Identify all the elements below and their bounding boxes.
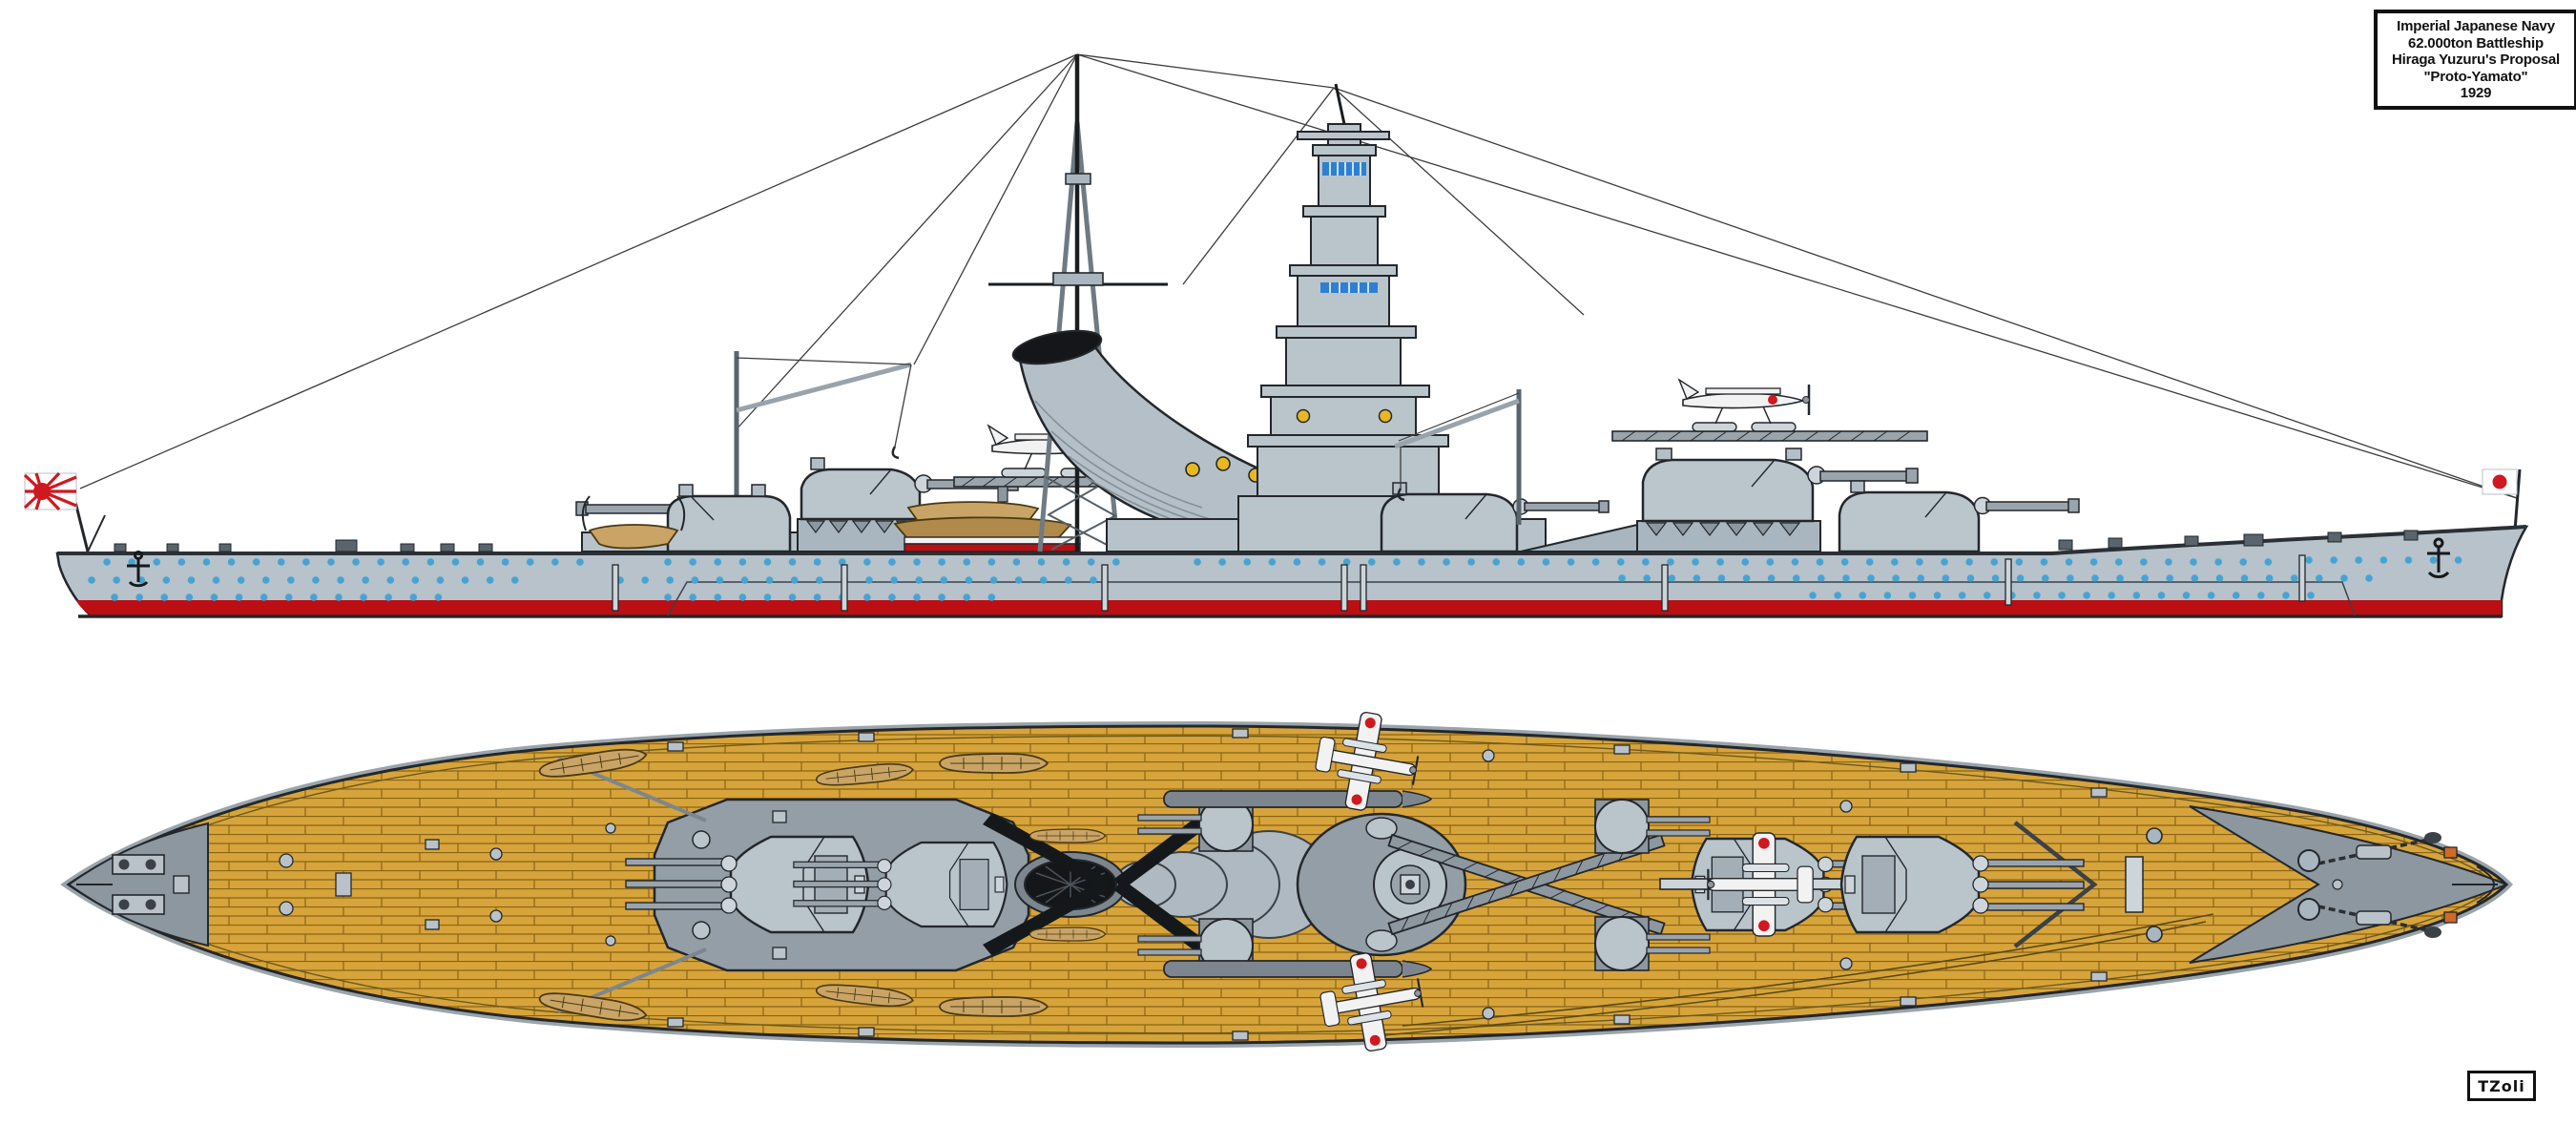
breakwater [2013, 821, 2163, 948]
title-line-tonnage: 62.000ton Battleship [2408, 34, 2544, 52]
title-line-year: 1929 [2460, 85, 2492, 101]
crossed-catapults [1387, 833, 1666, 936]
stern-deck-gray [67, 822, 209, 947]
top-plan-view [60, 704, 2514, 1059]
funnel-x-struts [983, 811, 1214, 958]
title-box: Imperial Japanese Navy 62.000ton Battles… [2374, 10, 2576, 110]
signature-box: TZoli [2467, 1071, 2536, 1101]
anchor-icon [127, 537, 2450, 588]
ship-boats [581, 495, 1081, 552]
forward-main-turret-raised [1611, 378, 1928, 552]
title-line-designer: Hiraga Yuzuru's Proposal [2391, 52, 2561, 68]
armor-belt-seam [667, 581, 2356, 616]
forward-main-turret-low [1838, 480, 2080, 553]
porthole-rows [88, 556, 2484, 601]
pagoda-bridge-tower [1237, 83, 1455, 552]
bridge-windows [1320, 162, 1378, 293]
rising-sun-ensign-flag [23, 471, 106, 552]
signature-text: TZoli [2478, 1076, 2525, 1095]
funnel-cap [1011, 329, 1103, 365]
side-profile-view [23, 53, 2529, 618]
forward-crane [1394, 389, 1522, 525]
waterline-red-stripe [76, 600, 2502, 616]
gray-launches [1163, 790, 1433, 978]
hinomaru-jack-flag [2482, 468, 2522, 531]
hull-ladders [612, 554, 2306, 612]
top-boats [537, 744, 1433, 1026]
deck-sweep-lines [1382, 913, 2214, 1036]
title-line-name: "Proto-Yamato" [2423, 68, 2528, 85]
fairlead-orange [2443, 846, 2458, 859]
rigging-lines [79, 53, 2518, 499]
title-line-navy: Imperial Japanese Navy [2397, 18, 2555, 34]
side-hull [55, 525, 2529, 618]
top-deck-fittings [279, 728, 2108, 1041]
bridge-top [1296, 812, 1467, 957]
red-bottom-launch [904, 543, 1081, 552]
bow-deck-gray [2189, 805, 2509, 964]
deck-edge-line [57, 525, 2527, 555]
mast-lattice [1045, 476, 1117, 551]
funnel-top [983, 811, 1333, 958]
fairlead-orange [2443, 911, 2458, 924]
